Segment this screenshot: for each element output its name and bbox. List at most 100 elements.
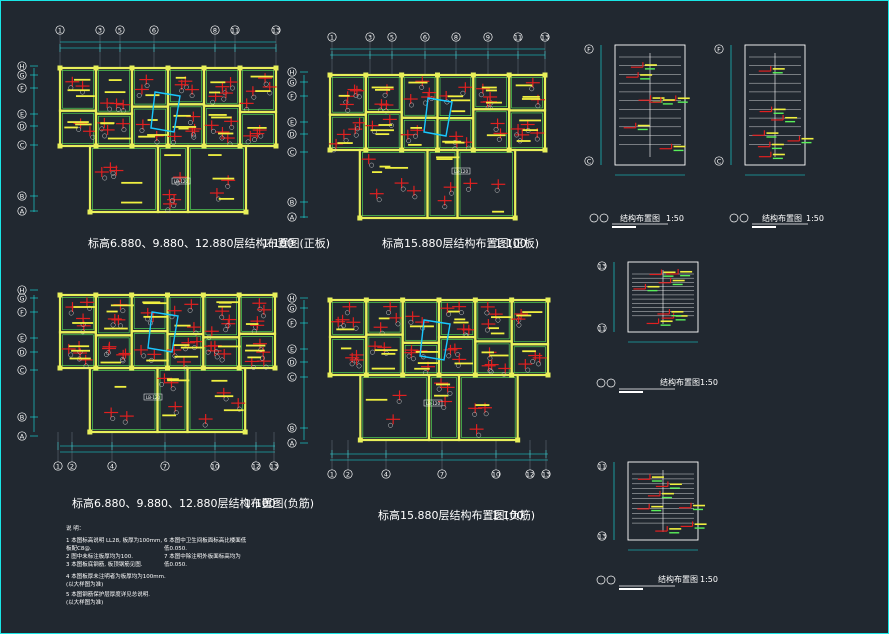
rebar-tag (223, 396, 229, 402)
grid-bubble (17, 285, 27, 295)
annotation-text (417, 362, 440, 364)
beam-line (403, 119, 436, 148)
beam-line (362, 152, 426, 216)
annotation-text (454, 318, 466, 321)
annotation-text (64, 126, 78, 129)
section-bubble (589, 213, 599, 223)
annotation-text (772, 157, 783, 160)
grid-label: 10 (211, 462, 219, 470)
section-bubble (596, 378, 606, 388)
annotation-text (522, 311, 543, 313)
grid-label: G (289, 304, 294, 312)
grid-bubble (287, 318, 297, 328)
annotation-text (337, 142, 353, 144)
grid-bubble (67, 461, 77, 471)
beam-line (134, 108, 166, 144)
rebar-tag (343, 137, 349, 143)
wall-outline (510, 298, 550, 346)
annotation-text (164, 154, 181, 157)
rebar-tag (159, 381, 165, 387)
rebar-tag (107, 106, 113, 112)
room-tag: LB-120 (454, 169, 469, 174)
stair-outline (614, 44, 686, 166)
annotation-text (162, 414, 177, 417)
column (542, 147, 548, 153)
annotation-text (408, 81, 428, 84)
grid-label: 11 (598, 324, 606, 332)
rebar-tag (115, 107, 121, 112)
annotation-text (100, 361, 121, 364)
rebar-tag (263, 81, 269, 87)
annotation-text (67, 121, 89, 123)
grid-label: C (290, 373, 295, 381)
grid-bubble (540, 32, 550, 42)
rebar-tag (408, 319, 414, 325)
rebar-tag (449, 190, 454, 196)
annotation-text (167, 379, 190, 382)
annotation-text (663, 275, 674, 277)
grid-label: B (290, 198, 294, 206)
annotation-text (522, 95, 540, 98)
grid-bubble (17, 431, 27, 441)
annotation-text (444, 141, 465, 144)
wall-outline (186, 366, 247, 434)
rebar-tag (110, 170, 116, 176)
annotation-text (772, 68, 785, 70)
rebar-tag (68, 85, 74, 91)
rebar-tag (466, 186, 471, 192)
section-bubble (729, 213, 739, 223)
column (327, 372, 333, 378)
annotation-text (772, 153, 785, 156)
rebar-tag (223, 327, 229, 333)
rebar-tag (230, 85, 235, 91)
beam-line (439, 120, 472, 148)
wall-outline (166, 66, 206, 106)
rebar-tag (400, 186, 406, 192)
grid-label: 13 (598, 262, 606, 270)
grid-label: B (20, 413, 24, 421)
annotation-text (143, 302, 167, 305)
notes-block: 说 明： 1 本图标高说明 LL28, 板厚为100mm, 板配C8@. 2 图… (66, 524, 247, 606)
annotation-text (104, 91, 126, 94)
rebar-tag (441, 405, 447, 410)
grid-bubble (287, 129, 297, 139)
rebar-tag (102, 175, 108, 181)
annotation-text (671, 314, 682, 317)
note-line: 5 本图钢筋保护层厚度详见总说明. (66, 590, 150, 598)
grid-bubble (17, 365, 27, 375)
annotation-text (669, 528, 682, 530)
grid-label: H (290, 68, 295, 76)
rebar-tag (191, 134, 197, 140)
column (436, 372, 442, 378)
annotation-text (214, 395, 234, 398)
beam-line (368, 114, 400, 148)
annotation-text (491, 316, 511, 319)
wall-outline (508, 73, 547, 112)
rebar-tag (165, 207, 171, 213)
stair-2-scale: 1:50 (806, 214, 824, 223)
grid-label: 1 (330, 470, 334, 478)
column (363, 72, 369, 78)
note-line: 2 图中未标注板厚均为100. (66, 552, 133, 560)
beam-line (332, 116, 364, 148)
annotation-text (166, 378, 179, 381)
beam-line (134, 70, 166, 105)
annotation-text (680, 274, 691, 277)
beam-line (190, 148, 244, 210)
grid-label: 4 (384, 470, 388, 478)
annotation-text (672, 283, 683, 286)
stair-1-detail: FC (584, 44, 690, 176)
annotation-text (67, 89, 90, 92)
wall-outline (510, 343, 550, 377)
grid-bubble (437, 469, 447, 479)
annotation-text (75, 95, 95, 98)
wall-outline (130, 105, 170, 148)
rebar-tag (493, 127, 499, 132)
annotation-text (647, 289, 658, 292)
rebar-tag (396, 398, 402, 404)
annotation-text (223, 409, 244, 412)
rebar-tag (183, 84, 189, 90)
annotation-text (72, 322, 94, 324)
grid-label: 9 (486, 33, 490, 41)
